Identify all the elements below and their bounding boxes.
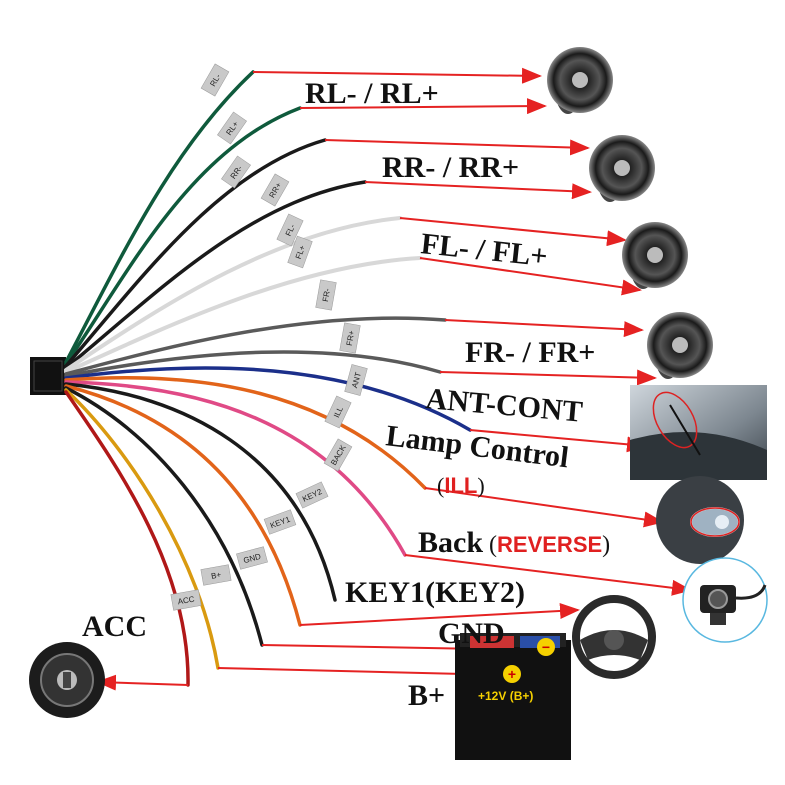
lamp-control-label: Lamp Control <box>384 419 570 474</box>
arrow-lamp <box>424 487 664 528</box>
speaker-icon <box>547 47 613 114</box>
wire-tag-label: FR+ <box>345 329 357 346</box>
steering-wheel-icon <box>572 595 656 679</box>
harness-connector <box>30 357 66 395</box>
rl-label: RL- / RL+ <box>305 77 439 110</box>
wire-gnd-orange <box>64 384 302 627</box>
wire-gnd <box>64 386 264 647</box>
wire-tag: GND <box>236 546 268 570</box>
wire-fl-minus <box>64 216 402 372</box>
wire-bplus <box>64 388 220 670</box>
car-battery-icon: + − +12V (B+) <box>455 633 571 760</box>
wire-tag: FR+ <box>339 322 361 354</box>
bplus-label: B+ <box>408 679 445 712</box>
wire-ant <box>64 366 472 432</box>
rear-camera-icon <box>682 557 768 643</box>
fl-label: FL- / FL+ <box>419 227 549 273</box>
wire-tag: RL- <box>200 63 230 97</box>
wire-tag: ANT <box>344 364 368 396</box>
wire-tag-label: B+ <box>210 570 222 581</box>
wire-tag-label: ACC <box>177 595 195 607</box>
battery-minus-sign: − <box>542 639 550 655</box>
arrow-rr-plus <box>364 181 592 200</box>
battery-label: +12V (B+) <box>478 689 533 703</box>
arrow-rl-minus <box>252 67 542 84</box>
wire-tag: FR- <box>315 279 337 311</box>
wire-tag-label: FR- <box>321 287 332 302</box>
arrow-back <box>404 554 692 596</box>
wire-tag: FL+ <box>287 235 313 269</box>
wire-acc <box>64 390 190 687</box>
wire-tag: BACK <box>323 438 353 472</box>
wire-tag: B+ <box>200 564 232 586</box>
wire-fl-plus <box>64 256 422 374</box>
arrow-fr-minus <box>444 319 644 338</box>
wire-tag: KEY1 <box>263 509 297 535</box>
arrow-rl-plus <box>299 98 547 115</box>
fr-label: FR- / FR+ <box>465 336 595 369</box>
wire-tag: RR- <box>221 155 251 189</box>
ant-cont-label: ANT-CONT <box>424 382 584 429</box>
wire-tag-label: ANT <box>350 371 363 389</box>
headlight-photo <box>656 476 744 564</box>
speaker-icon <box>622 222 688 289</box>
arrow-acc <box>96 674 189 691</box>
wire-tag: RR+ <box>260 173 290 207</box>
wire-rr-minus <box>64 138 327 368</box>
gnd-label: GND <box>438 617 505 650</box>
wire-tag: FL- <box>276 213 304 247</box>
wire-tag-label: GND <box>242 552 262 565</box>
wire-fr-minus <box>64 316 447 376</box>
arrow-key <box>299 602 580 626</box>
wire-fr-plus <box>64 350 442 378</box>
speaker-icon <box>647 312 713 379</box>
speaker-icon <box>589 135 655 202</box>
wire-rl-minus <box>64 70 255 364</box>
wire-tag: ILL <box>324 395 352 429</box>
acc-label: ACC <box>82 610 147 643</box>
ill-label: (ILL) <box>437 473 485 498</box>
wire-tag: KEY2 <box>295 481 329 509</box>
wire-tag-label: ILL <box>332 405 345 419</box>
wire-tag: ACC <box>170 589 202 611</box>
arrow-ant <box>469 429 647 453</box>
wire-tag: RL+ <box>217 111 247 145</box>
back-label: Back(REVERSE) <box>418 526 610 559</box>
wire-key <box>64 382 337 602</box>
wire-lamp <box>64 375 427 490</box>
arrow-fr-plus <box>439 369 657 386</box>
arrow-fl-minus <box>399 217 627 247</box>
car-antenna-photo <box>630 385 767 480</box>
battery-plus-sign: + <box>508 666 516 682</box>
arrow-rr-minus <box>324 139 590 156</box>
wire-back <box>64 380 407 557</box>
wire-rr-plus <box>64 180 367 370</box>
arrow-fl-plus <box>419 257 642 296</box>
key-label: KEY1(KEY2) <box>345 576 525 609</box>
rr-label: RR- / RR+ <box>382 151 519 184</box>
ignition-switch-icon <box>29 642 105 718</box>
wire-rl-plus <box>64 106 302 366</box>
